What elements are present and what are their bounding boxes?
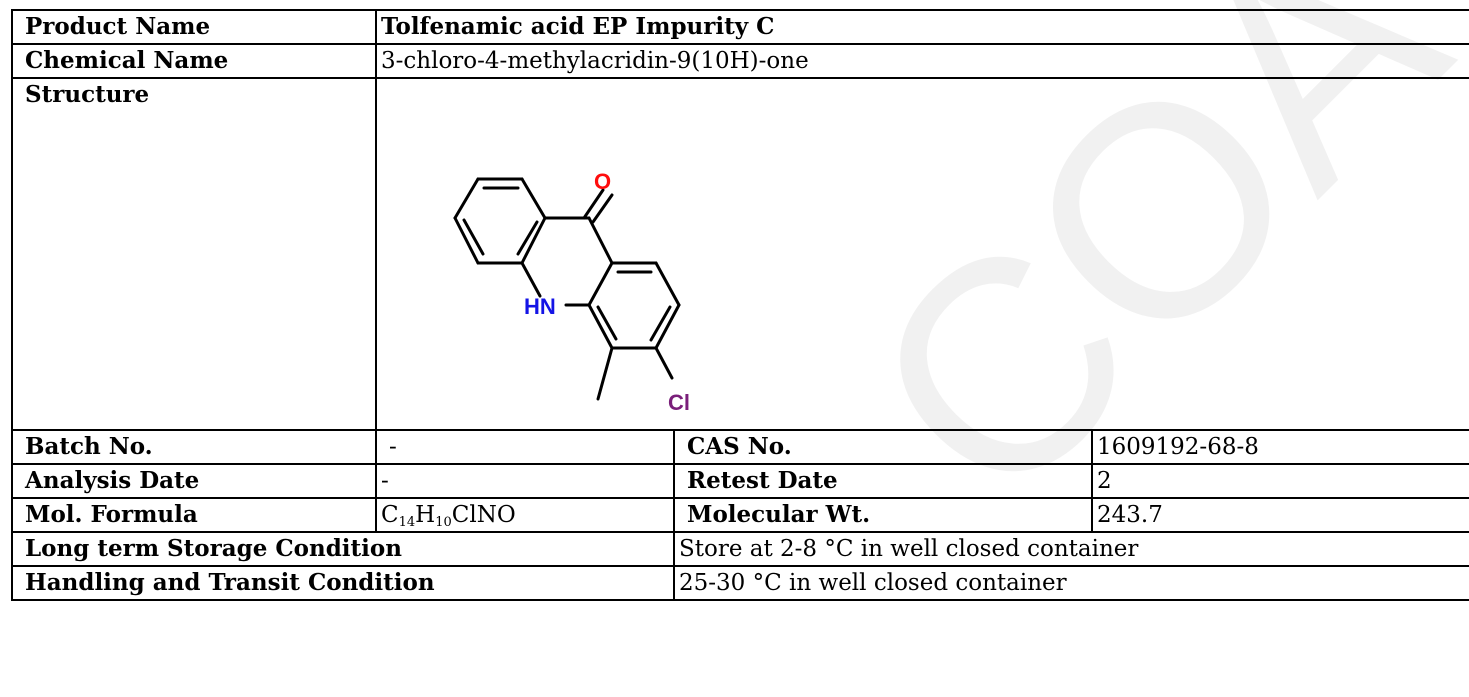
row-formula-weight: Mol. Formula C14H10ClNO Molecular Wt. 24…	[11, 497, 1469, 533]
cas-no-value: 1609192-68-8	[1090, 429, 1469, 465]
product-name-value: Tolfenamic acid EP Impurity C	[374, 9, 1469, 45]
row-batch-cas: Batch No. - CAS No. 1609192-68-8	[11, 429, 1469, 465]
oxygen-atom: O	[594, 169, 611, 194]
molecular-wt-label: Molecular Wt.	[673, 497, 1093, 533]
mol-formula-label: Mol. Formula	[11, 497, 377, 533]
batch-no-value: -	[375, 429, 675, 465]
retest-date-label: Retest Date	[673, 463, 1093, 499]
structure-label: Structure	[11, 77, 377, 431]
chemical-name-label: Chemical Name	[11, 43, 377, 79]
nitrogen-atom: HN	[524, 294, 556, 319]
chemical-name-value: 3-chloro-4-methylacridin-9(10H)-one	[374, 43, 1469, 79]
formula-h-sub: 10	[435, 515, 452, 530]
retest-date-value: 2	[1090, 463, 1469, 499]
row-structure: Structure	[11, 77, 1469, 431]
row-storage: Long term Storage Condition Store at 2-8…	[11, 531, 1469, 567]
mol-formula-value: C14H10ClNO	[375, 497, 675, 533]
row-analysis-retest: Analysis Date - Retest Date 2	[11, 463, 1469, 499]
structure-image	[374, 77, 1469, 431]
formula-c-sub: 14	[398, 515, 416, 530]
analysis-date-value: -	[375, 463, 675, 499]
molecular-wt-value: 243.7	[1090, 497, 1469, 533]
cas-no-label: CAS No.	[673, 429, 1093, 465]
handling-transit-value: 25-30 °C in well closed container	[672, 565, 1469, 601]
product-name-label: Product Name	[11, 9, 377, 45]
row-handling: Handling and Transit Condition 25-30 °C …	[11, 565, 1469, 601]
formula-c: C	[381, 502, 399, 528]
formula-rest: ClNO	[451, 502, 516, 528]
long-term-storage-label: Long term Storage Condition	[11, 531, 675, 567]
row-chemical-name: Chemical Name 3-chloro-4-methylacridin-9…	[11, 43, 1469, 79]
analysis-date-label: Analysis Date	[11, 463, 377, 499]
handling-transit-label: Handling and Transit Condition	[11, 565, 675, 601]
batch-no-label: Batch No.	[11, 429, 377, 465]
chlorine-atom: Cl	[668, 390, 690, 415]
long-term-storage-value: Store at 2-8 °C in well closed container	[672, 531, 1469, 567]
formula-h: H	[415, 502, 436, 528]
row-product-name: Product Name Tolfenamic acid EP Impurity…	[11, 9, 1469, 45]
coa-table: Product Name Tolfenamic acid EP Impurity…	[11, 9, 1469, 601]
